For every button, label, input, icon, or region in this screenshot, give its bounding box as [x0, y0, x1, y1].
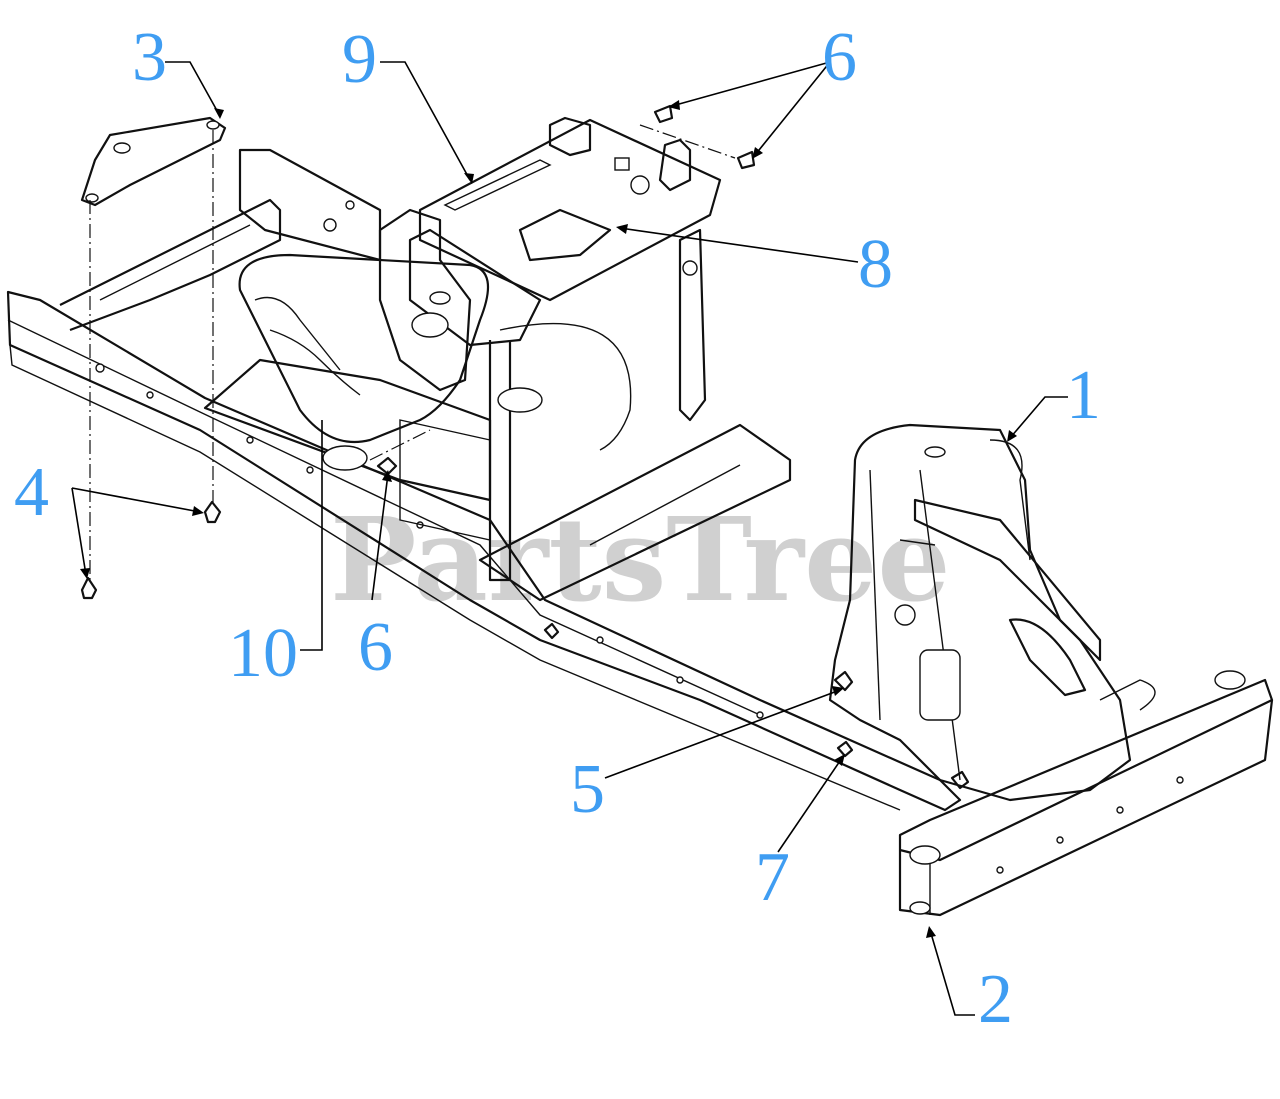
callout-1: 1 — [1066, 357, 1101, 434]
bolt-part-5 — [833, 670, 854, 692]
callout-5: 5 — [570, 751, 605, 828]
bolt-part-6 — [653, 104, 674, 124]
center-line — [369, 429, 431, 461]
callout-10: 10 — [228, 615, 298, 692]
callout-7: 7 — [755, 839, 790, 916]
callout-8: 8 — [858, 226, 893, 303]
callout-6-top: 6 — [822, 19, 857, 96]
nut-part-7 — [836, 740, 854, 758]
fasteners — [80, 104, 970, 790]
nut-part-4 — [203, 500, 222, 524]
bolt-part-6 — [376, 456, 398, 476]
watermark: PartsTree — [330, 493, 950, 628]
callout-9: 9 — [342, 21, 377, 98]
callout-4: 4 — [14, 454, 49, 531]
callout-2: 2 — [978, 961, 1013, 1038]
front-frame-assembly — [828, 423, 1132, 802]
main-frame — [6, 116, 962, 812]
callout-6-center: 6 — [358, 609, 393, 686]
front-cross-member — [898, 670, 1274, 917]
leader-lines — [71, 61, 1068, 1016]
bracket-part-3 — [80, 116, 227, 207]
nut-part-4 — [80, 576, 98, 600]
center-line — [639, 124, 736, 159]
bolt-part-6 — [736, 150, 756, 170]
callout-3: 3 — [132, 19, 167, 96]
